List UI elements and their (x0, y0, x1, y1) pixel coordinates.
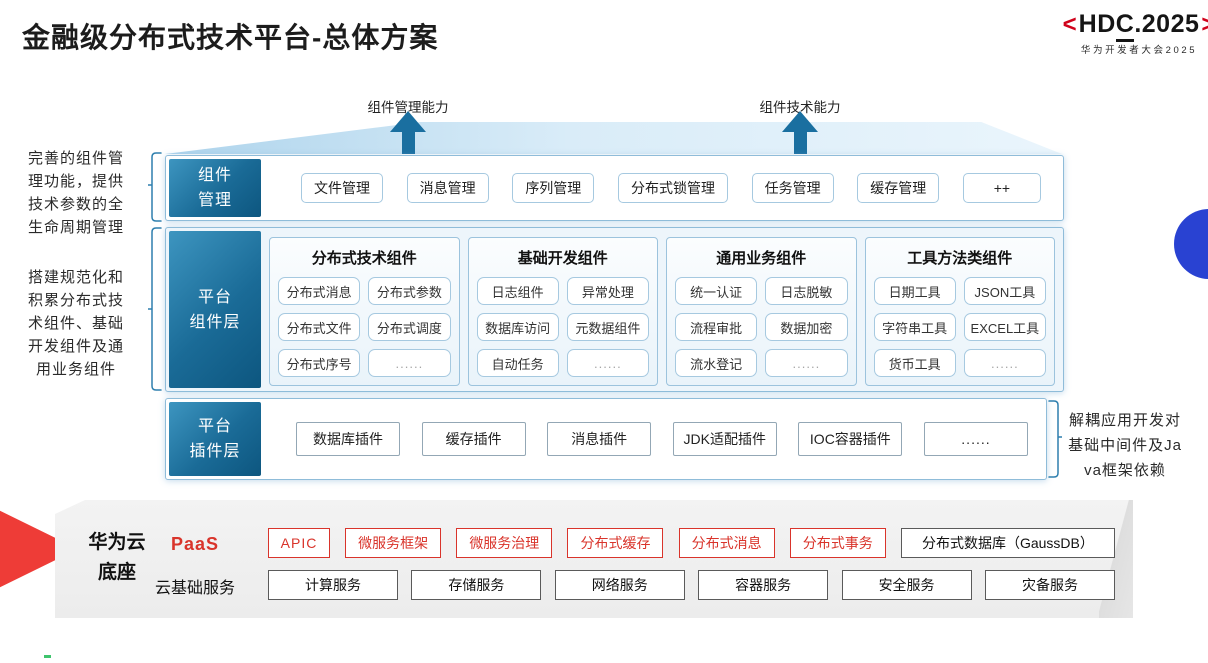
layer-platform-components: 平台组件层 分布式技术组件 分布式消息 分布式参数 分布式文件 分布式调度 分布… (165, 227, 1064, 392)
component-item: 异常处理 (566, 277, 649, 305)
component-item: 数据加密 (765, 313, 848, 341)
component-item: 元数据组件 (566, 313, 649, 341)
mgmt-item: 消息管理 (406, 173, 489, 203)
component-item: 日志组件 (476, 277, 559, 305)
mgmt-item: 分布式锁管理 (617, 173, 728, 203)
component-item: 数据库访问 (476, 313, 559, 341)
component-item: 流水登记 (675, 349, 758, 377)
component-item-more: ...... (566, 349, 649, 377)
plugin-item: IOC容器插件 (798, 422, 903, 456)
cloud-service-item: 网络服务 (554, 570, 685, 600)
logo-left-bracket-icon: < (1062, 10, 1077, 38)
mgmt-item: 序列管理 (512, 173, 595, 203)
brace-right-row3 (1048, 400, 1062, 478)
component-item-more: ...... (368, 349, 451, 377)
up-arrow-stem (794, 131, 807, 154)
paas-item: 分布式缓存 (567, 528, 664, 558)
layer-component-mgmt: 组件管理 文件管理 消息管理 序列管理 分布式锁管理 任务管理 缓存管理 ++ (165, 155, 1064, 221)
component-item: 分布式消息 (278, 277, 361, 305)
brace-left-row2 (148, 227, 162, 391)
paas-row: APIC 微服务框架 微服务治理 分布式缓存 分布式消息 分布式事务 分布式数据… (268, 528, 1115, 558)
tech-capability-label: 组件技术能力 (759, 100, 841, 115)
component-item: 分布式参数 (368, 277, 451, 305)
paas-item-gaussdb: 分布式数据库（GaussDB） (900, 528, 1115, 558)
mgmt-item: 文件管理 (301, 173, 383, 203)
cloud-service-item: 灾备服务 (984, 570, 1115, 600)
mgmt-item: 任务管理 (751, 173, 834, 203)
note-plugins-decoupling: 解耦应用开发对基础中间件及Java框架依赖 (1068, 412, 1182, 479)
page-title: 金融级分布式技术平台-总体方案 (22, 22, 439, 53)
paas-item: 分布式消息 (678, 528, 775, 558)
note-platform-components: 搭建规范化和积累分布式技术组件、基础开发组件及通用业务组件 (27, 269, 124, 378)
mgmt-item-more: ++ (962, 173, 1041, 203)
component-item: 字符串工具 (873, 313, 956, 341)
plugin-item-more: ...... (923, 422, 1028, 456)
up-arrow-icon (782, 111, 818, 132)
component-item: 统一认证 (675, 277, 758, 305)
huawei-cloud-band (55, 500, 1133, 618)
green-dash-decoration (44, 655, 51, 658)
up-arrow-icon (390, 111, 426, 132)
group-basic-dev: 基础开发组件 日志组件 异常处理 数据库访问 元数据组件 自动任务 ...... (467, 237, 658, 386)
paas-item: 分布式事务 (789, 528, 886, 558)
mgmt-item: 缓存管理 (857, 173, 940, 203)
cloud-services-label: 云基础服务 (154, 580, 235, 597)
component-item: 日期工具 (873, 277, 956, 305)
mgmt-capability-label: 组件管理能力 (367, 100, 449, 115)
paas-item: 微服务治理 (456, 528, 553, 558)
cloud-service-item: 容器服务 (698, 570, 829, 600)
component-item: JSON工具 (963, 277, 1046, 305)
layer-platform-plugins: 平台插件层 数据库插件 缓存插件 消息插件 JDK适配插件 IOC容器插件 ..… (165, 398, 1047, 480)
component-item: EXCEL工具 (963, 313, 1046, 341)
component-item: 自动任务 (476, 349, 559, 377)
group-common-business: 通用业务组件 统一认证 日志脱敏 流程审批 数据加密 流水登记 ...... (666, 237, 857, 386)
component-item: 分布式调度 (368, 313, 451, 341)
logo-right-bracket-icon: > (1201, 12, 1208, 37)
note-component-mgmt: 完善的组件管理功能，提供技术参数的全生命周期管理 (27, 150, 124, 236)
cloud-service-item: 安全服务 (841, 570, 972, 600)
cloud-service-item: 计算服务 (268, 570, 398, 600)
blue-circle-decoration (1174, 209, 1208, 279)
component-item-more: ...... (963, 349, 1046, 377)
layer-label-platform-components: 平台组件层 (169, 231, 261, 388)
group-title: 基础开发组件 (517, 250, 608, 267)
group-title: 工具方法类组件 (907, 250, 1013, 267)
component-item: 日志脱敏 (765, 277, 848, 305)
huawei-cloud-label: 华为云底座 (88, 532, 146, 583)
group-tool-methods: 工具方法类组件 日期工具 JSON工具 字符串工具 EXCEL工具 货币工具 .… (864, 237, 1055, 386)
plugin-item: 数据库插件 (296, 422, 400, 456)
component-item-more: ...... (765, 349, 848, 377)
paas-item: APIC (268, 528, 330, 558)
cloud-services-row: 计算服务 存储服务 网络服务 容器服务 安全服务 灾备服务 (268, 570, 1115, 600)
group-title: 通用业务组件 (716, 250, 807, 267)
brace-left-row1 (148, 152, 162, 222)
hdc-logo: < HDC.2025 > 华为开发者大会2025 (1063, 10, 1208, 56)
up-arrow-stem (402, 131, 415, 154)
component-item: 分布式文件 (278, 313, 361, 341)
paas-label: PaaS (170, 534, 220, 554)
logo-text: HDC.2025 (1079, 10, 1200, 42)
plugin-item: JDK适配插件 (672, 422, 777, 456)
component-item: 货币工具 (873, 349, 956, 377)
plugin-item: 消息插件 (547, 422, 652, 456)
cloud-service-item: 存储服务 (411, 570, 542, 600)
paas-item: 微服务框架 (345, 528, 442, 558)
plugin-item: 缓存插件 (421, 422, 526, 456)
group-distributed-tech: 分布式技术组件 分布式消息 分布式参数 分布式文件 分布式调度 分布式序号 ..… (269, 237, 460, 386)
layer-label-platform-plugins: 平台插件层 (169, 402, 261, 476)
layer-label-component-mgmt: 组件管理 (169, 159, 261, 217)
platform-roof-shape (165, 122, 1062, 154)
component-item: 流程审批 (675, 313, 758, 341)
component-item: 分布式序号 (278, 349, 361, 377)
logo-subtitle: 华为开发者大会2025 (1080, 45, 1198, 56)
group-title: 分布式技术组件 (311, 250, 417, 267)
